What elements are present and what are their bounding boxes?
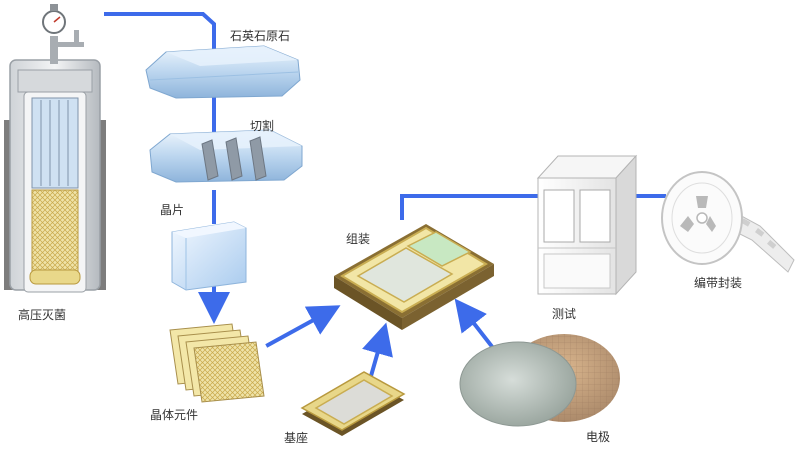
cutting-label: 切割 (250, 119, 275, 133)
assembly-label: 组装 (346, 232, 371, 246)
tape-packaging-illustration (661, 171, 795, 273)
wafer-slice-illustration (171, 221, 247, 291)
flow-line-autoclave-to-quartz (104, 12, 216, 54)
crystal-elements-label: 晶体元件 (150, 408, 199, 422)
electrode-illustration (459, 334, 620, 427)
autoclave-label: 高压灭菌 (18, 308, 67, 322)
flow-arrow-electrode-to-assembly (454, 298, 500, 356)
flow-arrow-elements-to-assembly (265, 305, 341, 348)
flow-lines (104, 12, 666, 386)
crystal-elements-illustration (169, 323, 265, 403)
electrode-label: 电极 (586, 430, 611, 444)
base-illustration (300, 371, 406, 436)
assembly-illustration (334, 224, 494, 330)
flow-line-assembly-to-testing (400, 194, 540, 220)
testing-label: 测试 (552, 307, 577, 321)
testing-illustration (536, 154, 638, 296)
flow-arrow-base-to-assembly (362, 322, 393, 386)
autoclave-illustration (4, 4, 106, 293)
tape-packaging-label: 编带封装 (694, 276, 743, 290)
quartz-raw-label: 石英石原石 (230, 29, 291, 43)
quartz-raw-illustration (145, 45, 301, 99)
cutting-illustration (149, 129, 303, 183)
base-label: 基座 (284, 431, 309, 445)
wafer-slice-label: 晶片 (160, 203, 185, 217)
